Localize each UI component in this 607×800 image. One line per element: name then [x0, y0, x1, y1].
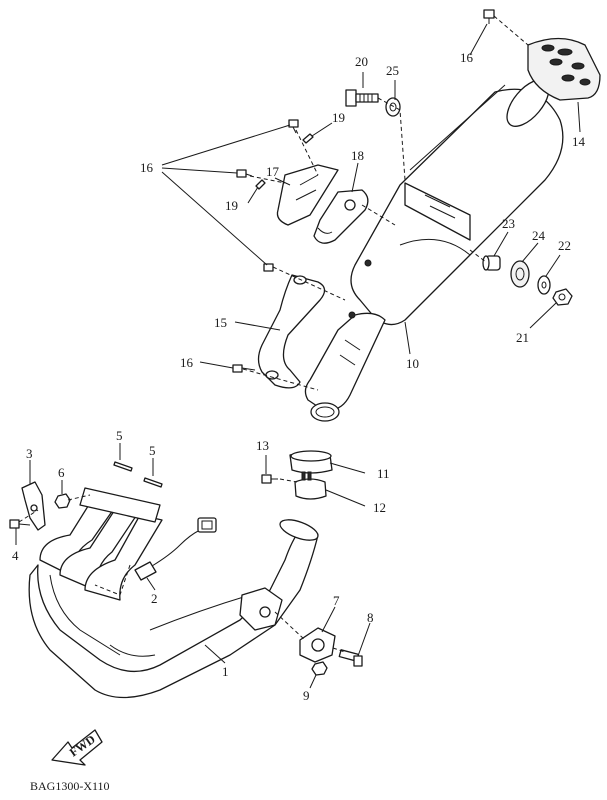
nut-part-9	[311, 661, 328, 676]
callout-19-lower: 19	[225, 198, 238, 213]
fwd-arrow: FWD	[51, 729, 103, 766]
callout-numbers: 20 25 16 14 16 19 17 18 19 15 16 10 23 2…	[12, 50, 586, 703]
callout-16-left: 16	[140, 160, 154, 175]
callout-5-left: 5	[116, 428, 123, 443]
diagram-code: BAG1300-X110	[30, 779, 110, 793]
callout-2: 2	[151, 591, 158, 606]
screw-part-4	[9, 519, 31, 529]
washer-part-25	[385, 97, 401, 117]
callout-4: 4	[12, 548, 19, 563]
screw-part-16-d	[232, 364, 256, 373]
callout-24: 24	[532, 228, 546, 243]
bracket-part-15	[257, 274, 326, 389]
screw-part-16-c	[263, 263, 274, 272]
washer-part-22	[537, 275, 551, 295]
stud-part-5-a	[113, 461, 133, 472]
callout-17: 17	[266, 164, 280, 179]
callout-5-right: 5	[149, 443, 156, 458]
muffler-part-10	[304, 79, 564, 422]
bolt-part-8	[338, 649, 363, 667]
screw-part-16-b	[236, 169, 253, 178]
callout-20: 20	[355, 54, 368, 69]
callout-9: 9	[303, 688, 310, 703]
washer-part-19-b	[255, 179, 266, 190]
screw-part-16-a	[288, 119, 299, 134]
bracket-part-18	[313, 189, 369, 244]
callout-3: 3	[26, 446, 33, 461]
stud-part-5-b	[143, 477, 163, 488]
clamp-part-12	[294, 471, 327, 500]
bracket-part-17	[276, 164, 339, 226]
washer-part-19-a	[302, 133, 314, 144]
callout-10: 10	[406, 356, 419, 371]
callout-25: 25	[386, 63, 399, 78]
callout-16-top: 16	[460, 50, 474, 65]
gasket-part-11	[289, 450, 333, 474]
callout-15: 15	[214, 315, 227, 330]
end-cap-part-14	[527, 37, 601, 101]
callout-23: 23	[502, 216, 515, 231]
exhaust-header-part-1	[28, 487, 319, 699]
callout-11: 11	[377, 466, 390, 481]
clamp-part-7	[299, 627, 336, 663]
callout-22: 22	[558, 238, 571, 253]
callout-1: 1	[222, 664, 229, 679]
nut-part-6	[54, 493, 71, 509]
callout-18: 18	[351, 148, 364, 163]
callout-21: 21	[516, 330, 529, 345]
bolt-part-20	[345, 89, 379, 107]
callout-16-lower: 16	[180, 355, 194, 370]
callout-7: 7	[333, 593, 340, 608]
damper-part-24	[510, 260, 530, 288]
callout-13: 13	[256, 438, 269, 453]
callout-6: 6	[58, 465, 65, 480]
o2-sensor-part-2	[134, 517, 217, 581]
callout-8: 8	[367, 610, 374, 625]
callout-19-upper: 19	[332, 110, 345, 125]
leader-lines	[15, 23, 581, 689]
bracket-part-3	[21, 481, 46, 531]
collar-part-23	[482, 255, 501, 271]
callout-12: 12	[373, 500, 386, 515]
screw-part-16-top	[483, 9, 495, 24]
screw-part-13	[261, 474, 278, 484]
callout-14: 14	[572, 134, 586, 149]
nut-part-21	[552, 288, 573, 306]
